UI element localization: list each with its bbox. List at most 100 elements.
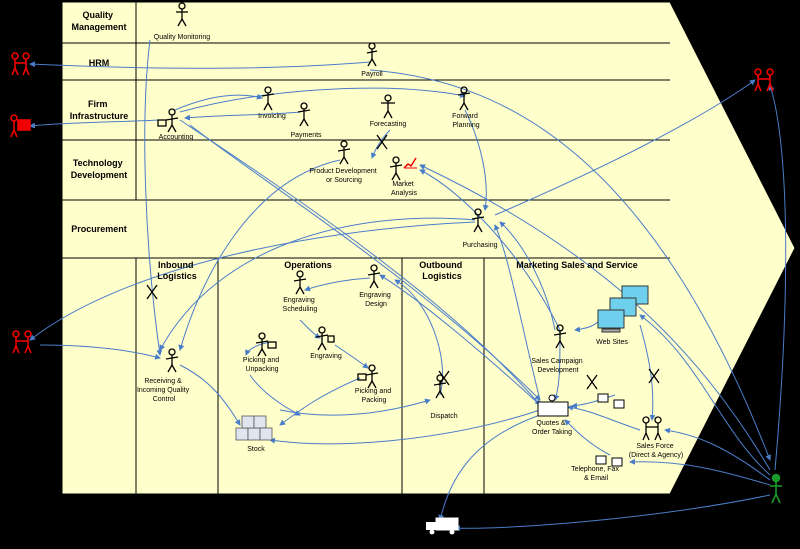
- label-picking-unpacking: Picking and Unpacking: [243, 357, 281, 373]
- label-picking-unpacking-l2: Unpacking: [245, 366, 278, 373]
- crossed-tools-icon: [648, 368, 660, 384]
- label-payments: Payments: [290, 132, 322, 139]
- label-payroll: Payroll: [361, 71, 383, 78]
- grid-lines: [62, 2, 670, 494]
- customer-icon: [770, 473, 782, 504]
- quality-monitoring-worker-icon: [176, 2, 188, 27]
- order-desk-icon: [537, 394, 569, 417]
- value-chain-panel: [61, 1, 796, 495]
- label-quality-monitoring: Quality Monitoring: [154, 34, 211, 41]
- label-sales-force: Sales Force (Direct & Agency): [629, 443, 683, 459]
- label-quotes-l2: Order Taking: [532, 429, 572, 436]
- crossed-tools-icon: [586, 374, 598, 390]
- row-label-quality: Quality Management: [71, 10, 126, 32]
- column-label-outbound-l2: Logistics: [422, 271, 462, 281]
- label-engraving-design-l2: Design: [365, 301, 387, 308]
- label-forecasting: Forecasting: [370, 121, 407, 128]
- label-engraving-scheduling: Engraving Scheduling: [283, 297, 318, 313]
- column-label-inbound: Inbound Logistics: [157, 260, 197, 281]
- people-icon: [12, 330, 32, 354]
- row-label-firm: Firm Infrastructure: [70, 99, 129, 121]
- column-label-outbound-l1: Outbound: [419, 260, 462, 270]
- label-sales-campaign-l2: Development: [537, 367, 578, 374]
- label-forward-planning-l1: Forward: [452, 113, 478, 120]
- label-telephone: Telephone, Fax & Email: [571, 466, 621, 482]
- label-telephone-l2: & Email: [584, 475, 609, 482]
- receiving-worker-icon: [165, 348, 179, 373]
- label-picking-packing: Picking and Packing: [355, 388, 393, 404]
- label-market-analysis: Market Analysis: [391, 181, 418, 197]
- people-icon: [11, 52, 30, 76]
- purchasing-worker-icon: [471, 208, 485, 233]
- column-label-outbound: Outbound Logistics: [419, 260, 465, 281]
- engraving-scheduling-worker-icon: [293, 270, 307, 295]
- label-quotes-l1: Quotes &: [536, 420, 566, 427]
- label-product-development-l2: or Sourcing: [326, 177, 362, 184]
- label-quotes: Quotes & Order Taking: [532, 420, 572, 436]
- people-icon: [754, 68, 774, 92]
- forecasting-worker-icon: [381, 94, 395, 119]
- label-product-development: Product Development or Sourcing: [309, 168, 378, 184]
- label-receiving-l2: Incoming Quality: [137, 387, 190, 394]
- label-engraving-design: Engraving Design: [359, 292, 392, 308]
- forward-planning-worker-icon: [457, 86, 471, 111]
- label-sales-campaign: Sales Campaign Development: [531, 358, 584, 374]
- sales-campaign-worker-icon: [553, 324, 567, 349]
- column-label-inbound-l1: Inbound: [158, 260, 194, 270]
- crossed-tools-icons: [146, 134, 660, 390]
- label-engraving-scheduling-l1: Engraving: [283, 297, 315, 304]
- label-dispatch: Dispatch: [430, 413, 457, 420]
- engraving-design-worker-icon: [367, 264, 381, 289]
- flow-arrows: [29, 39, 787, 532]
- row-label-tech-l2: Development: [71, 170, 128, 180]
- label-forward-planning: Forward Planning: [452, 113, 480, 129]
- label-engraving-design-l1: Engraving: [359, 292, 391, 299]
- payments-worker-icon: [297, 102, 311, 127]
- row-label-firm-l2: Infrastructure: [70, 111, 129, 121]
- row-label-quality-l2: Management: [71, 22, 126, 32]
- invoicing-worker-icon: [261, 86, 275, 111]
- label-receiving-l1: Receiving &: [144, 378, 182, 385]
- bank-icon: [10, 114, 31, 138]
- label-receiving: Receiving & Incoming Quality Control: [137, 378, 191, 403]
- payroll-worker-icon: [366, 42, 378, 67]
- column-label-marketing: Marketing Sales and Service: [516, 260, 638, 270]
- product-development-worker-icon: [337, 140, 351, 165]
- label-accounting: Accounting: [159, 134, 194, 141]
- picking-unpacking-worker-icon: [255, 332, 277, 357]
- chart-icon: [403, 157, 417, 169]
- label-purchasing: Purchasing: [462, 242, 497, 249]
- crossed-tools-icon: [438, 370, 450, 386]
- label-market-analysis-l1: Market: [392, 181, 413, 188]
- label-picking-unpacking-l1: Picking and: [243, 357, 279, 364]
- label-forward-planning-l2: Planning: [452, 122, 479, 129]
- label-receiving-l3: Control: [153, 396, 176, 403]
- label-sales-campaign-l1: Sales Campaign: [531, 358, 582, 365]
- label-telephone-l1: Telephone, Fax: [571, 466, 619, 473]
- label-picking-packing-l1: Picking and: [355, 388, 391, 395]
- crossed-tools-icon: [376, 134, 388, 150]
- row-label-procurement: Procurement: [71, 224, 127, 234]
- label-sales-force-l1: Sales Force: [636, 443, 673, 450]
- label-engraving-scheduling-l2: Scheduling: [283, 306, 318, 313]
- label-picking-packing-l2: Packing: [362, 397, 387, 404]
- market-analysis-worker-icon: [389, 156, 403, 181]
- row-label-hrm: HRM: [89, 58, 110, 68]
- external-party-icons: [10, 52, 774, 354]
- column-label-operations: Operations: [284, 260, 332, 270]
- stock-boxes-icon: [235, 415, 273, 441]
- accounting-worker-icon: [157, 108, 179, 133]
- label-web-sites: Web Sites: [596, 339, 628, 346]
- row-label-tech: Technology Development: [71, 158, 128, 180]
- computer-icons: [597, 285, 649, 333]
- label-invoicing: Invoicing: [258, 113, 286, 120]
- column-label-inbound-l2: Logistics: [157, 271, 197, 281]
- label-stock: Stock: [247, 446, 265, 453]
- engraving-worker-icon: [315, 326, 335, 351]
- label-engraving: Engraving: [310, 353, 342, 360]
- picking-packing-worker-icon: [357, 364, 379, 389]
- truck-icon: [426, 517, 459, 535]
- telephone-icons: [595, 393, 625, 467]
- label-market-analysis-l2: Analysis: [391, 190, 418, 197]
